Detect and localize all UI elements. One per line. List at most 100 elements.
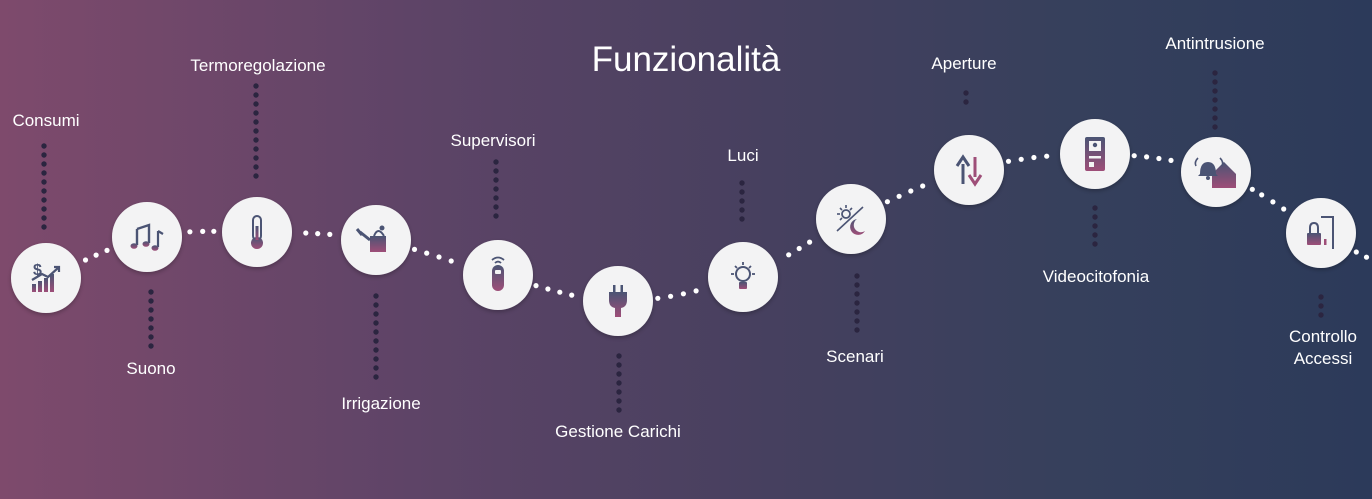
path-dot [545, 286, 551, 292]
connector-dot [373, 311, 379, 317]
path-dot [93, 252, 99, 258]
connector-dot [963, 90, 969, 96]
connector-dot [1318, 312, 1324, 318]
path-dot [655, 295, 661, 301]
path-dot [1168, 157, 1174, 163]
feature-node[interactable]: $ [11, 243, 81, 313]
connector-dot [148, 325, 154, 331]
path-dot [82, 257, 89, 263]
path-dot [1281, 206, 1287, 212]
connector-dot [41, 197, 47, 203]
connector-dot [373, 293, 379, 299]
path-dot [1363, 254, 1370, 260]
path-dot [1249, 186, 1255, 192]
feature-circle [934, 135, 1004, 205]
connector-dot [1092, 223, 1098, 229]
connector-dot [854, 291, 860, 297]
path-dot [786, 252, 792, 258]
label-suono: Suono [126, 359, 176, 378]
feature-node[interactable] [816, 184, 886, 254]
connector-dot [148, 289, 154, 295]
path-dot [315, 231, 321, 237]
path-dot [187, 229, 193, 235]
connector-dot [493, 159, 499, 165]
connector-dot [373, 374, 379, 380]
path-dot [436, 254, 442, 260]
label-antintrusione: Antintrusione [1165, 34, 1265, 53]
up-down-arrows-icon [955, 154, 983, 187]
connector-dot [616, 389, 622, 395]
connector-dot [253, 146, 259, 152]
connector-dot [616, 362, 622, 368]
connector-dot [854, 282, 860, 288]
path-dot [796, 245, 802, 252]
remote-control-icon [491, 256, 505, 291]
feature-node[interactable] [463, 240, 533, 310]
connector-dot [41, 215, 47, 221]
connector-dot [253, 110, 259, 116]
path-dot [1156, 155, 1162, 162]
connector-dot [1092, 214, 1098, 220]
connector-dot [1318, 303, 1324, 309]
path-dot [807, 239, 813, 245]
connector-dot [493, 195, 499, 201]
feature-node[interactable] [934, 135, 1004, 205]
dotted-path [82, 153, 1370, 301]
path-dot [1018, 156, 1024, 162]
connector-dot [1092, 241, 1098, 247]
connector-dot [41, 188, 47, 194]
connector-dot [253, 173, 259, 179]
day-night-icon [836, 205, 865, 235]
music-notes-icon [130, 223, 164, 251]
path-dot [1005, 158, 1012, 164]
connector-dot [253, 119, 259, 125]
path-dot [411, 246, 418, 252]
feature-node[interactable] [1181, 137, 1251, 207]
path-dot [1131, 153, 1137, 159]
connector-dot [616, 407, 622, 413]
connector-dot [253, 128, 259, 134]
connector-dot [1318, 294, 1324, 300]
door-lock-icon [1307, 216, 1334, 249]
label-gestione-carichi: Gestione Carichi [555, 422, 681, 441]
light-bulb-icon [731, 262, 755, 289]
feature-node[interactable] [341, 205, 411, 275]
label-videocitofonia: Videocitofonia [1042, 267, 1150, 286]
feature-node[interactable] [1060, 119, 1130, 189]
thermometer-icon [251, 215, 263, 249]
connector-dot [1212, 115, 1218, 121]
path-dot [533, 283, 539, 289]
connector-dot [1212, 88, 1218, 94]
feature-circle [708, 242, 778, 312]
feature-node[interactable] [222, 197, 292, 267]
path-dot [569, 292, 575, 298]
path-dot [1031, 154, 1037, 161]
feature-node[interactable] [708, 242, 778, 312]
connector-dot [1212, 79, 1218, 85]
label-controllo-accessi: Controllo Accessi [1288, 327, 1358, 368]
feature-node[interactable] [112, 202, 182, 272]
connector-dot [253, 92, 259, 98]
connector-dot [854, 327, 860, 333]
feature-circle [1286, 198, 1356, 268]
path-dot [884, 199, 891, 205]
connector-dot [493, 213, 499, 219]
connector-dot [854, 300, 860, 306]
connector-dot [1212, 124, 1218, 130]
label-termoregolazione: Termoregolazione [190, 56, 326, 75]
path-dot [303, 230, 309, 236]
connector-dot [41, 206, 47, 212]
connector-dot [373, 356, 379, 362]
alarm-house-icon [1194, 157, 1236, 188]
connector-dot [616, 380, 622, 386]
feature-node[interactable] [1286, 198, 1356, 268]
connector-dot [854, 273, 860, 279]
connector-dot [739, 216, 745, 222]
connector-dot [373, 338, 379, 344]
connector-dot [493, 204, 499, 210]
path-dot [200, 228, 206, 234]
connector-dot [1092, 205, 1098, 211]
feature-node[interactable] [583, 266, 653, 336]
label-aperture: Aperture [931, 54, 997, 73]
connector-dot [1212, 97, 1218, 103]
